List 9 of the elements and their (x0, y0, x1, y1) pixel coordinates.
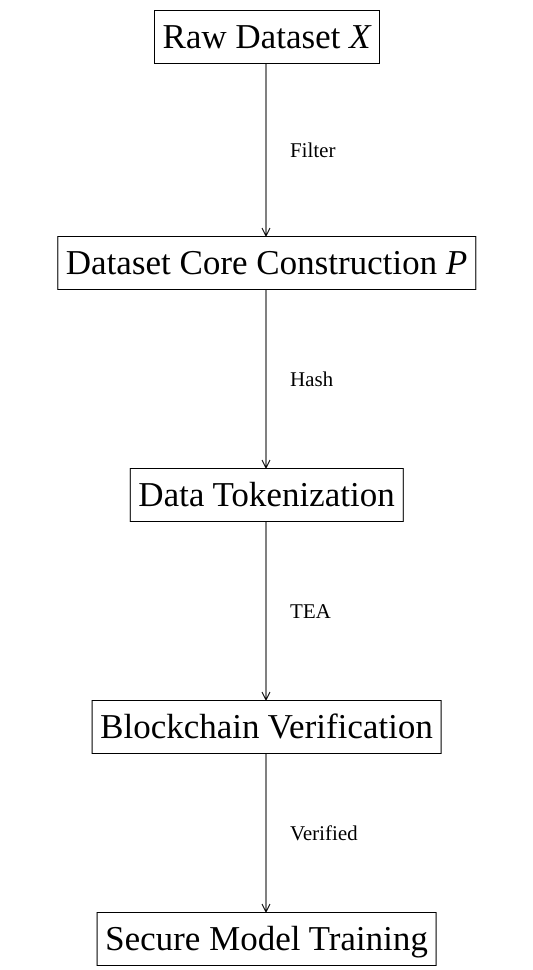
process-box: Dataset Core Construction P (56, 236, 476, 290)
process-box: Secure Model Training (96, 912, 437, 966)
arrow (262, 522, 270, 700)
arrow (262, 754, 270, 912)
arrow (262, 64, 270, 236)
process-box: Data Tokenization (129, 468, 404, 522)
process-box: Raw Dataset X (154, 10, 380, 64)
process-box: Blockchain Verification (91, 700, 442, 754)
arrow (262, 290, 270, 468)
